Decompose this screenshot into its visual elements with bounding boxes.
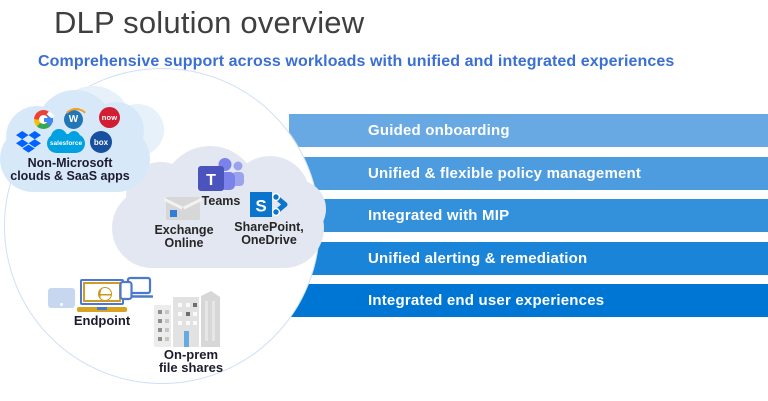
teams-label: Teams	[201, 194, 241, 208]
svg-text:S: S	[255, 197, 266, 216]
svg-text:T: T	[206, 172, 216, 189]
devices-icon	[119, 276, 153, 303]
bar-integrated-mip: Integrated with MIP	[289, 199, 768, 232]
workday-letter: W	[68, 114, 79, 125]
tablet-icon	[48, 288, 75, 308]
sharepoint-label: SharePoint, OneDrive	[230, 221, 308, 246]
salesforce-word: salesforce	[49, 140, 83, 147]
endpoint-label: Endpoint	[73, 313, 131, 328]
exchange-icon	[163, 197, 203, 220]
onprem-label-line2: file shares	[158, 360, 224, 375]
onprem-label-line1: On-prem	[163, 347, 219, 362]
non-microsoft-label-line2: clouds & SaaS apps	[10, 169, 130, 183]
bar-label: Unified alerting & remediation	[368, 249, 588, 267]
onprem-buildings-icon	[152, 289, 226, 347]
workday-icon: W	[64, 110, 83, 129]
exchange-stamp	[170, 210, 177, 217]
teams-icon: T	[197, 157, 245, 195]
sharepoint-icon: S	[250, 189, 290, 221]
onprem-label: On-prem file shares	[150, 348, 232, 374]
box-word: box	[93, 137, 109, 147]
google-icon	[34, 110, 55, 129]
servicenow-word: now	[101, 113, 118, 122]
microsoft365-cloud	[112, 146, 326, 270]
non-microsoft-label-line1: Non-Microsoft	[27, 156, 113, 170]
bar-guided-onboarding: Guided onboarding	[289, 114, 768, 147]
dropbox-icon	[16, 131, 41, 153]
page-subtitle: Comprehensive support across workloads w…	[38, 53, 675, 70]
page-title: DLP solution overview	[54, 5, 365, 40]
box-icon: box	[90, 131, 112, 153]
bar-end-user-experiences: Integrated end user experiences	[289, 284, 768, 317]
bar-policy-management: Unified & flexible policy management	[289, 156, 768, 190]
bar-label: Integrated with MIP	[368, 207, 510, 224]
exchange-label-line1: Exchange	[154, 223, 214, 237]
bar-label: Unified & flexible policy management	[368, 164, 642, 182]
bar-alerting-remediation: Unified alerting & remediation	[289, 241, 768, 275]
sharepoint-label-line2: OneDrive	[241, 232, 297, 247]
endpoint-laptop-icon	[77, 279, 127, 313]
exchange-label: Exchange Online	[145, 224, 223, 249]
non-microsoft-label: Non-Microsoft clouds & SaaS apps	[6, 157, 134, 183]
bar-label: Integrated end user experiences	[368, 292, 605, 309]
exchange-label-line2: Online	[164, 235, 204, 250]
salesforce-icon: salesforce	[47, 129, 85, 153]
bar-label: Guided onboarding	[368, 122, 510, 139]
servicenow-icon: now	[99, 107, 120, 128]
globe-icon	[98, 287, 112, 301]
sharepoint-label-line1: SharePoint,	[234, 220, 304, 234]
